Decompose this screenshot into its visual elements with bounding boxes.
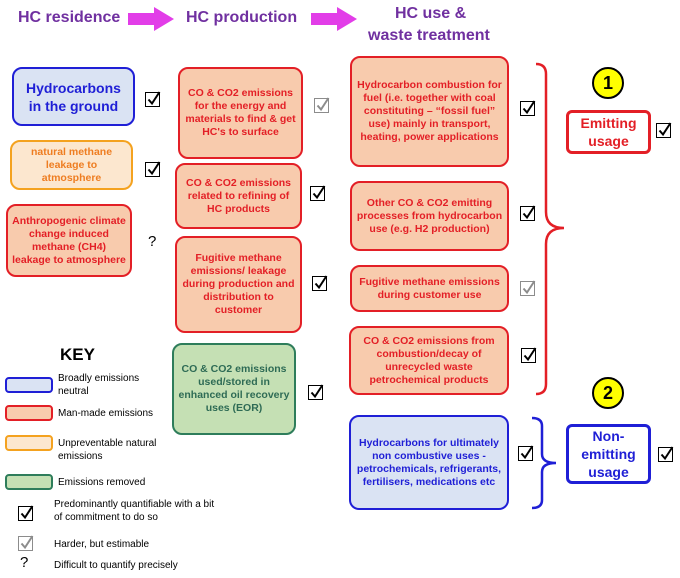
box-waste-emissions: CO & CO2 emissions from combustion/decay… <box>349 326 509 395</box>
box-fugitive-production: Fugitive methane emissions/ leakage duri… <box>175 236 302 333</box>
check-icon <box>145 91 161 107</box>
badge-two: 2 <box>592 377 624 409</box>
check-icon <box>312 275 328 291</box>
bracket-emitting <box>535 62 565 396</box>
check-icon <box>520 280 536 296</box>
header-residence: HC residence <box>18 9 121 26</box>
key-swatch-removed <box>5 474 53 490</box>
key-label-quantifiable: Predominantly quantifiable with a bit of… <box>54 499 215 523</box>
question-icon: ? <box>148 233 157 250</box>
box-fuel-combustion: Hydrocarbon combustion for fuel (i.e. to… <box>350 56 509 167</box>
header-production: HC production <box>186 9 298 26</box>
box-emissions-refining: CO & CO2 emissions related to refining o… <box>175 163 302 229</box>
check-icon <box>658 446 674 462</box>
key-swatch-natural <box>5 435 53 451</box>
key-label-removed: Emissions removed <box>58 477 146 488</box>
check-icon <box>308 384 324 400</box>
bracket-non-emitting <box>531 416 557 510</box>
box-eor: CO & CO2 emissions used/stored in enhanc… <box>172 343 296 435</box>
box-fugitive-use: Fugitive methane emissions during custom… <box>350 265 509 312</box>
key-label-neutral: Broadly emissions neutral <box>58 373 140 397</box>
key-title: KEY <box>60 345 95 364</box>
header-use: HC use & <box>395 5 467 22</box>
box-emissions-find: CO & CO2 emissions for the energy and ma… <box>178 67 303 159</box>
check-icon <box>520 100 536 116</box>
check-icon <box>18 505 34 521</box>
check-icon <box>18 535 34 551</box>
key-label-difficult: Difficult to quantify precisely <box>54 560 178 571</box>
non-emitting-usage-label: Non-emitting usage <box>566 424 651 484</box>
question-icon: ? <box>20 554 29 571</box>
check-icon <box>310 185 326 201</box>
box-non-combustive: Hydrocarbons for ultimately non combusti… <box>349 415 509 510</box>
emitting-usage-label: Emitting usage <box>566 110 651 154</box>
check-icon <box>314 97 330 113</box>
check-icon <box>145 161 161 177</box>
check-icon <box>518 445 534 461</box>
box-anthropogenic-methane: Anthropogenic climate change induced met… <box>6 204 132 277</box>
arrow-residence-to-production <box>128 7 174 31</box>
box-natural-methane: natural methane leakage to atmosphere <box>10 140 133 190</box>
box-hydrocarbons-in-ground: Hydrocarbons in the ground <box>12 67 135 126</box>
check-icon <box>656 122 672 138</box>
header-use-line2: waste treatment <box>368 27 490 44</box>
key-swatch-manmade <box>5 405 53 421</box>
arrow-production-to-use <box>311 7 357 31</box>
key-label-harder: Harder, but estimable <box>54 539 150 550</box>
check-icon <box>520 205 536 221</box>
badge-one: 1 <box>592 67 624 99</box>
check-icon <box>521 347 537 363</box>
key-label-manmade: Man-made emissions <box>58 408 154 419</box>
key-swatch-neutral <box>5 377 53 393</box>
key-label-natural: Unpreventable natural emissions <box>58 438 157 462</box>
box-other-emissions: Other CO & CO2 emitting processes from h… <box>350 181 509 251</box>
